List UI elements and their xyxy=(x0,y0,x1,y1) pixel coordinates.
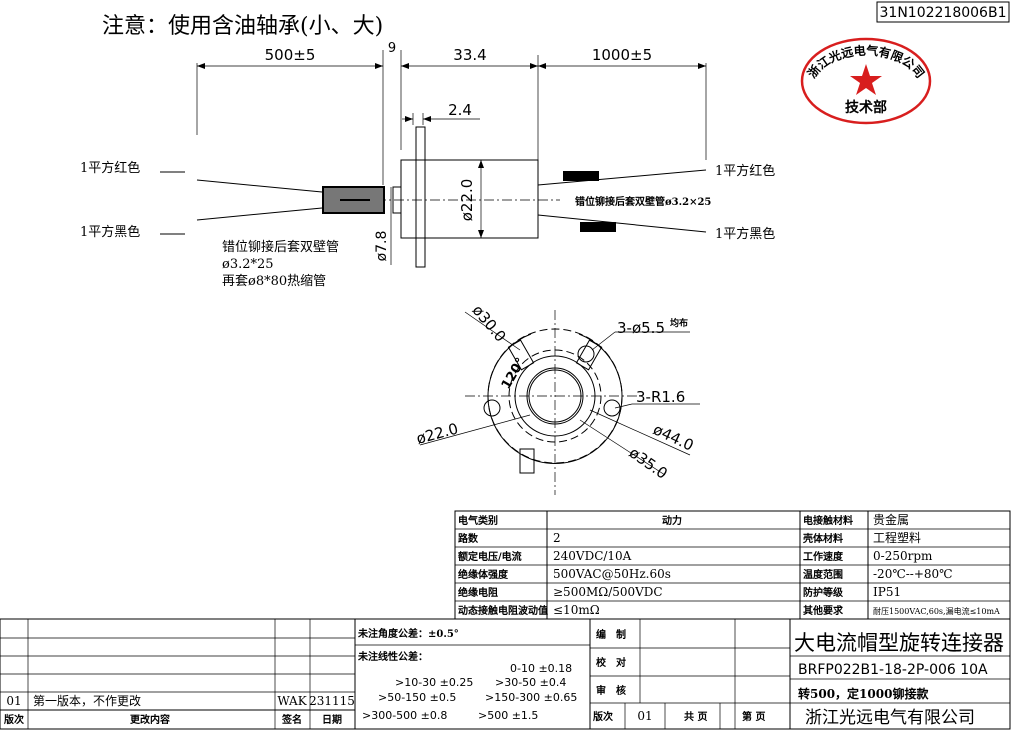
svg-text:240VDC/10A: 240VDC/10A xyxy=(553,549,632,563)
svg-text:0-10 ±0.18: 0-10 ±0.18 xyxy=(510,662,572,675)
svg-text:温度范围: 温度范围 xyxy=(803,568,843,581)
svg-text:>150-300 ±0.65: >150-300 ±0.65 xyxy=(485,691,577,704)
svg-text:>10-30 ±0.25: >10-30 ±0.25 xyxy=(395,676,473,689)
company-stamp: 浙江光远电气有限公司 技术部 xyxy=(800,37,932,125)
svg-text:共 页: 共 页 xyxy=(684,710,707,723)
left-note-1: 错位铆接后套双壁管 xyxy=(222,239,339,255)
dim-left-lead: 500±5 xyxy=(265,46,316,64)
spec-table: 电气类别 动力 电接触材料 贵金属 路数 2 壳体材料 工程塑料 额定电压/电流… xyxy=(454,510,1011,620)
label-right-red: 1平方红色 xyxy=(715,163,775,179)
svg-text:电接触材料: 电接触材料 xyxy=(803,514,853,527)
left-note-2: ø3.2*25 xyxy=(222,257,274,272)
svg-text:≥500MΩ/500VDC: ≥500MΩ/500VDC xyxy=(553,585,663,599)
svg-text:第 页: 第 页 xyxy=(742,710,765,723)
svg-text:500VAC@50Hz.60s: 500VAC@50Hz.60s xyxy=(553,567,671,581)
svg-text:>500 ±1.5: >500 ±1.5 xyxy=(478,709,538,722)
svg-text:2: 2 xyxy=(553,531,561,545)
title-block: 01 第一版本，不作更改 WAK 231115 版次 更改内容 签名 日期 未注… xyxy=(0,618,1011,730)
dim-d30: ø30.0 xyxy=(469,301,510,345)
svg-text:231115: 231115 xyxy=(309,694,355,708)
svg-text:WAK: WAK xyxy=(277,694,307,708)
right-tube-black xyxy=(580,222,616,232)
svg-text:第一版本，不作更改: 第一版本，不作更改 xyxy=(33,694,141,708)
dim-holes-suffix: 均布 xyxy=(670,317,688,329)
star-icon xyxy=(850,64,882,95)
dim-d35: ø35.0 xyxy=(626,444,671,483)
svg-text:动力: 动力 xyxy=(662,514,682,527)
drawing-number: 31N102218006B1 xyxy=(880,5,1007,21)
svg-text:更改内容: 更改内容 xyxy=(130,713,170,726)
dim-holes: 3-ø5.5 xyxy=(617,319,665,337)
svg-text:路数: 路数 xyxy=(458,532,479,545)
svg-text:版次: 版次 xyxy=(4,713,24,726)
dim-body: 33.4 xyxy=(453,46,486,64)
svg-text:贵金属: 贵金属 xyxy=(873,512,909,527)
left-note-3: 再套ø8*80热缩管 xyxy=(222,273,326,289)
product-name: 大电流帽型旋转连接器 xyxy=(794,631,1004,655)
dim-right-lead: 1000±5 xyxy=(592,46,652,64)
svg-text:动态接触电阻波动值: 动态接触电阻波动值 xyxy=(458,604,548,617)
model-number: BRFP022B1-18-2P-006 10A xyxy=(798,662,988,678)
svg-text:耐压1500VAC,60s,漏电流≤10mA: 耐压1500VAC,60s,漏电流≤10mA xyxy=(873,606,1000,616)
svg-text:防护等级: 防护等级 xyxy=(803,586,844,599)
note-title: 注意：使用含油轴承(小、大) xyxy=(102,14,383,39)
svg-text:壳体材料: 壳体材料 xyxy=(802,532,843,545)
stamp-dept: 技术部 xyxy=(845,99,887,116)
svg-text:未注线性公差：: 未注线性公差： xyxy=(357,650,428,663)
svg-text:>30-50 ±0.4: >30-50 ±0.4 xyxy=(495,676,566,689)
svg-text:日期: 日期 xyxy=(322,713,342,726)
flange xyxy=(415,126,426,268)
product-desc: 转500，定1000铆接款 xyxy=(798,686,929,701)
label-left-black: 1平方黑色 xyxy=(80,224,140,240)
svg-text:>50-150 ±0.5: >50-150 ±0.5 xyxy=(378,691,456,704)
company-name: 浙江光远电气有限公司 xyxy=(805,708,975,728)
svg-text:签名: 签名 xyxy=(281,713,302,726)
dim-d22: ø22.0 xyxy=(414,419,460,447)
svg-text:-20℃--+80℃: -20℃--+80℃ xyxy=(873,567,953,581)
svg-text:校 对: 校 对 xyxy=(596,656,626,669)
label-left-red: 1平方红色 xyxy=(80,160,140,176)
label-right-sleeve: 错位铆接后套双壁管ø3.2×25 xyxy=(575,195,711,208)
label-right-black: 1平方黑色 xyxy=(715,226,775,242)
svg-text:绝缘体强度: 绝缘体强度 xyxy=(458,568,509,581)
dim-shaft-dia: ø7.8 xyxy=(374,231,390,262)
svg-text:审 核: 审 核 xyxy=(596,684,626,697)
drawing-number-box xyxy=(876,1,1010,23)
svg-text:版次: 版次 xyxy=(593,710,613,723)
svg-text:01: 01 xyxy=(637,709,652,723)
svg-text:绝缘电阻: 绝缘电阻 xyxy=(458,586,498,599)
dim-body-dia: ø22.0 xyxy=(458,179,476,222)
svg-text:≤10mΩ: ≤10mΩ xyxy=(553,603,600,617)
dim-d44: ø44.0 xyxy=(650,420,696,454)
svg-text:01: 01 xyxy=(6,694,21,708)
svg-text:工作速度: 工作速度 xyxy=(803,550,844,563)
angle-label: 120° xyxy=(499,355,529,392)
dim-radius: 3-R1.6 xyxy=(636,388,685,406)
svg-text:0-250rpm: 0-250rpm xyxy=(873,549,933,563)
svg-text:工程塑料: 工程塑料 xyxy=(873,530,921,545)
svg-text:其他要求: 其他要求 xyxy=(803,604,844,617)
right-tube-red xyxy=(563,171,599,181)
svg-text:IP51: IP51 xyxy=(873,585,901,599)
svg-text:>300-500 ±0.8: >300-500 ±0.8 xyxy=(362,709,447,722)
dim-flange: 2.4 xyxy=(448,101,472,119)
svg-text:编 制: 编 制 xyxy=(596,628,626,641)
svg-text:额定电压/电流: 额定电压/电流 xyxy=(458,550,522,563)
dim-gap: 9 xyxy=(388,41,396,56)
svg-text:未注角度公差：±0.5°: 未注角度公差：±0.5° xyxy=(357,627,459,640)
svg-text:电气类别: 电气类别 xyxy=(458,514,498,527)
